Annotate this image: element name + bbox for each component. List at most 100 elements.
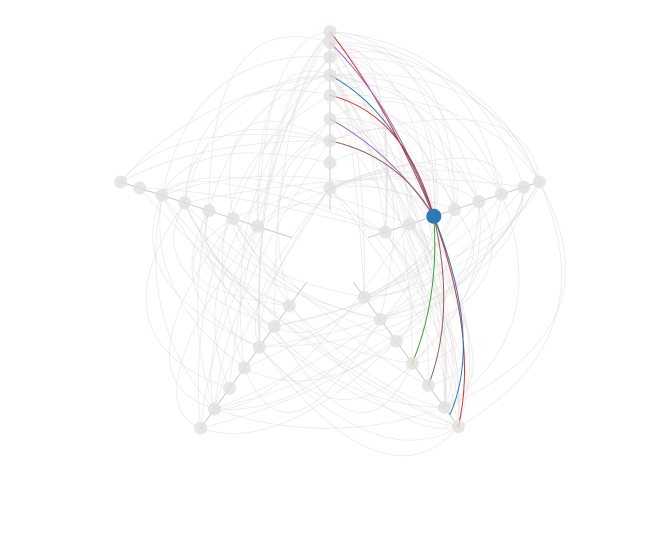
link [145,202,230,389]
hive-node[interactable] [202,204,216,218]
hive-node[interactable] [323,156,337,170]
hive-node[interactable] [114,175,128,189]
link [329,187,448,408]
link [229,120,331,219]
link [258,56,331,348]
link [232,218,429,386]
link [184,202,397,342]
link [120,140,331,183]
hive-node[interactable] [472,195,486,209]
link [329,164,439,217]
highlight-link[interactable] [329,140,435,217]
hive-node[interactable] [237,361,251,375]
hive-node[interactable] [194,421,208,435]
link [364,231,419,298]
link [161,195,459,428]
hive-node[interactable] [323,36,337,50]
highlight-link[interactable] [329,74,435,217]
hive-node[interactable] [448,203,462,217]
link [274,209,455,327]
link [329,94,540,183]
hive-node[interactable] [323,134,337,148]
hive-node[interactable] [378,225,392,239]
link [155,195,215,410]
link [385,231,467,408]
hive-node[interactable] [323,68,337,82]
link [329,85,435,217]
hive-node[interactable] [267,320,281,334]
focus-node[interactable] [426,208,442,224]
link [191,210,260,348]
link [329,95,447,408]
hive-node[interactable] [252,340,266,354]
hive-node[interactable] [532,175,546,189]
link [273,31,331,327]
link [329,187,413,342]
highlight-link[interactable] [329,31,435,217]
link [329,42,540,183]
link [232,218,381,320]
highlight-link[interactable] [427,216,445,386]
hive-node[interactable] [373,312,387,326]
link [159,195,245,369]
hive-node[interactable] [323,25,337,39]
hive-node[interactable] [494,187,508,201]
link [274,296,365,333]
link [214,209,455,410]
link [396,201,493,342]
link [329,170,502,195]
hive-node[interactable] [323,112,337,126]
link [329,101,437,217]
hive-node[interactable] [389,334,403,348]
hive-node[interactable] [323,50,337,64]
hive-node[interactable] [155,188,169,202]
link [229,31,331,389]
hive-node[interactable] [250,219,264,233]
highlight-link[interactable] [433,216,466,427]
link [120,134,331,183]
link [329,118,435,217]
link [364,223,447,298]
hive-node[interactable] [323,181,337,195]
hive-node[interactable] [517,180,531,194]
link [244,318,381,413]
hive-node[interactable] [133,181,147,195]
link [364,181,540,298]
link [329,51,455,210]
hive-node[interactable] [323,88,337,102]
hive-node[interactable] [357,290,371,304]
link [161,152,331,196]
link [161,176,410,225]
link [380,209,474,320]
hive-node[interactable] [226,212,240,226]
link [259,186,525,348]
highlight-link[interactable] [411,216,436,364]
link [259,346,459,441]
link [329,31,480,202]
link [258,31,331,348]
link [161,195,459,428]
link [329,75,460,427]
hive-node[interactable] [421,378,435,392]
hive-node[interactable] [207,402,221,416]
hive-node[interactable] [282,299,296,313]
nodes-group [114,25,546,435]
hive-node[interactable] [405,356,419,370]
link [256,31,331,227]
link [152,195,260,348]
hive-node[interactable] [451,420,465,434]
hive-node[interactable] [403,217,417,231]
highlight-link[interactable] [329,118,435,217]
link [329,75,386,233]
link [444,194,520,408]
link [214,181,540,410]
hive-node[interactable] [222,381,236,395]
hive-node[interactable] [437,401,451,415]
link [139,187,459,428]
highlight-link[interactable] [433,216,464,416]
hive-node[interactable] [178,196,192,210]
link [412,201,481,364]
link [329,42,445,408]
link [409,223,465,364]
highlight-link[interactable] [329,94,435,217]
